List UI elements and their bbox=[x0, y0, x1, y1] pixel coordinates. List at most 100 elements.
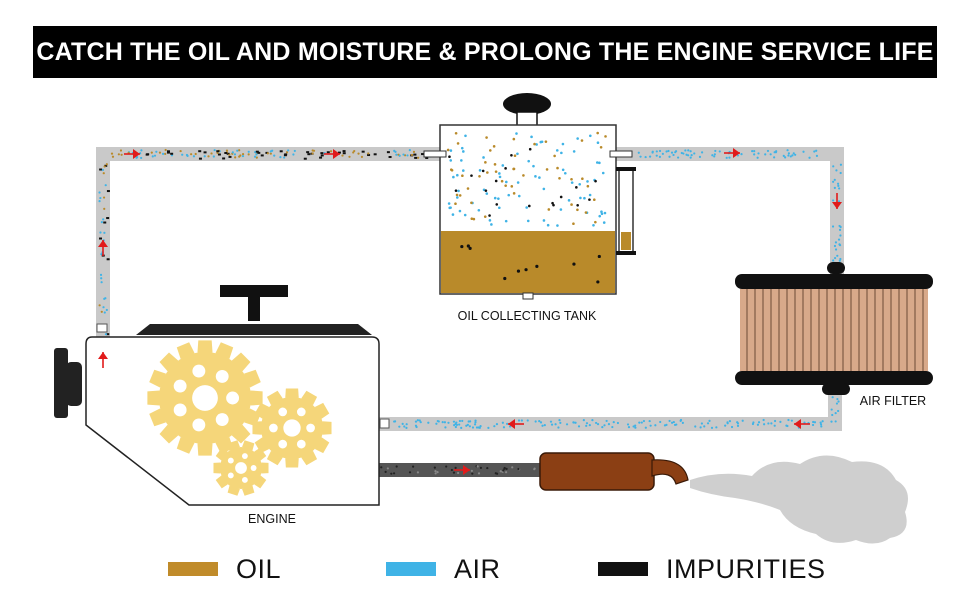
tank-particle bbox=[498, 175, 502, 179]
tank-particle bbox=[545, 168, 549, 171]
tank-particle bbox=[486, 171, 489, 174]
particle bbox=[711, 154, 714, 157]
tank-particle bbox=[570, 181, 574, 184]
particle bbox=[762, 418, 765, 422]
particle bbox=[103, 231, 106, 234]
particle bbox=[837, 238, 841, 241]
particle bbox=[543, 423, 546, 427]
gear-hub bbox=[235, 462, 247, 474]
filter-bottom-nipple bbox=[822, 383, 850, 395]
particle bbox=[813, 150, 816, 153]
tank-particle bbox=[494, 179, 498, 183]
particle bbox=[271, 149, 274, 152]
particle bbox=[452, 471, 456, 474]
impurity-particle bbox=[145, 153, 149, 156]
particle bbox=[752, 421, 755, 424]
engine-label: ENGINE bbox=[248, 512, 296, 526]
tank-particle bbox=[449, 149, 453, 152]
particle bbox=[236, 149, 239, 152]
particle bbox=[452, 420, 456, 423]
tank-particle bbox=[576, 203, 579, 207]
pipe-bottom-return bbox=[379, 417, 842, 431]
tank-particle bbox=[457, 189, 460, 193]
particle bbox=[292, 153, 295, 156]
particle bbox=[658, 149, 662, 153]
tank-particle bbox=[460, 146, 464, 150]
gear-hole bbox=[227, 472, 234, 479]
particle bbox=[436, 471, 439, 474]
tank-particle bbox=[456, 196, 459, 199]
particle bbox=[616, 421, 620, 425]
particle bbox=[670, 421, 674, 424]
tank-particle bbox=[578, 182, 582, 186]
particle bbox=[401, 422, 404, 425]
gear-hole bbox=[306, 423, 315, 433]
tank-particle bbox=[492, 145, 496, 148]
particle bbox=[813, 421, 817, 424]
particle bbox=[241, 152, 245, 156]
particle bbox=[458, 419, 462, 423]
gear-hole bbox=[173, 403, 187, 417]
particle bbox=[728, 419, 732, 423]
air-filter bbox=[735, 262, 933, 395]
particle bbox=[607, 423, 611, 426]
tank-particle bbox=[507, 193, 511, 197]
particle bbox=[475, 426, 479, 429]
impurity-particle bbox=[106, 190, 110, 193]
particle bbox=[838, 187, 841, 190]
gear-tooth bbox=[301, 390, 318, 406]
tank-particle bbox=[542, 187, 546, 191]
engine-handle-bar bbox=[220, 285, 288, 297]
tank-particle bbox=[484, 189, 488, 192]
sight-glass-top bbox=[616, 167, 636, 171]
air-swatch bbox=[386, 562, 436, 576]
particle bbox=[403, 425, 406, 428]
particle bbox=[192, 155, 196, 158]
sediment-particle bbox=[468, 246, 472, 250]
particle bbox=[670, 151, 674, 154]
tank-particle bbox=[542, 219, 546, 222]
particle bbox=[819, 421, 822, 424]
particle bbox=[764, 153, 767, 156]
tank-particle bbox=[553, 154, 556, 158]
particle bbox=[756, 156, 759, 159]
pipe-right-vertical bbox=[830, 147, 844, 277]
filter-element bbox=[740, 289, 928, 371]
pipe-top-left bbox=[96, 147, 442, 161]
particle bbox=[698, 155, 702, 158]
particle bbox=[102, 172, 105, 175]
particle bbox=[565, 423, 569, 426]
particle bbox=[436, 419, 439, 423]
particle bbox=[585, 422, 589, 425]
particle bbox=[216, 151, 219, 154]
particle bbox=[831, 225, 835, 228]
particle bbox=[474, 419, 477, 422]
tank-particle bbox=[510, 185, 514, 188]
particle bbox=[730, 425, 734, 429]
tank-particle bbox=[572, 222, 575, 225]
particle bbox=[832, 259, 835, 262]
particle bbox=[839, 171, 842, 175]
particle bbox=[637, 151, 640, 154]
tank-particle bbox=[456, 173, 459, 177]
tank-particle bbox=[504, 184, 507, 187]
particle bbox=[838, 259, 841, 262]
particle bbox=[792, 152, 795, 155]
particle bbox=[311, 149, 314, 152]
particle bbox=[603, 424, 606, 427]
particle bbox=[279, 156, 282, 159]
particle bbox=[791, 154, 794, 157]
gear-tooth bbox=[314, 437, 330, 454]
sediment-particle bbox=[572, 262, 576, 266]
drain-valve bbox=[522, 292, 534, 300]
tank-particle bbox=[493, 163, 497, 166]
gear-hole bbox=[241, 477, 248, 483]
flow-arrow-head bbox=[333, 149, 340, 159]
particle bbox=[605, 419, 608, 423]
particle bbox=[679, 419, 682, 422]
particle bbox=[601, 426, 604, 429]
particle bbox=[773, 156, 776, 159]
particle bbox=[834, 241, 838, 244]
particle bbox=[110, 152, 114, 155]
particle bbox=[655, 154, 658, 157]
